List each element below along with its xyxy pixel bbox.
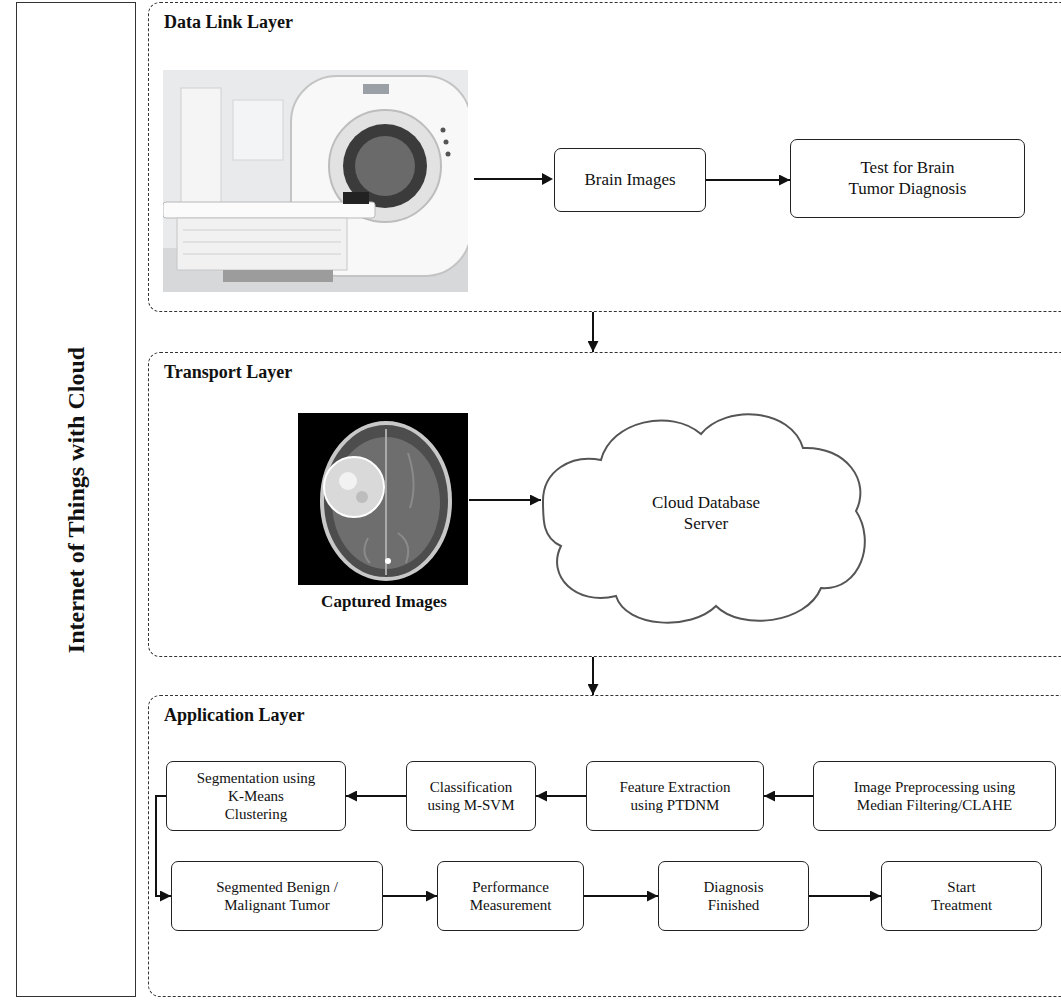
process-box: Classification using M-SVM [406,761,536,831]
decor-shape [343,192,369,204]
flow-arrow [809,895,881,897]
decor-shape [183,230,341,231]
box-label: Classification using M-SVM [421,778,521,814]
box-label: Segmented Benign / Malignant Tumor [192,878,362,914]
process-box: Segmented Benign / Malignant Tumor [171,861,383,931]
decor-shape [363,84,389,94]
decor-shape [223,270,333,282]
flow-arrow [592,312,594,352]
process-box: Diagnosis Finished [658,861,809,931]
flow-arrow [764,795,813,797]
band-title: Internet of Things with Cloud [63,346,90,652]
side-band: Internet of Things with Cloud [16,2,136,997]
cloud-path [543,414,865,622]
decor-shape [183,254,341,255]
decor-shape [322,423,450,579]
process-box: Performance Measurement [437,861,584,931]
process-box: Segmentation using K-Means Clustering [166,761,346,831]
layer-panel: Application LayerSegmentation using K-Me… [148,695,1061,997]
flow-arrow [469,499,541,501]
flow-arrow [536,795,586,797]
decor-shape [324,457,384,517]
decor-shape [356,491,368,503]
box-label: Test for Brain Tumor Diagnosis [840,158,975,199]
decor-shape [233,100,283,160]
decor-shape [183,242,341,243]
process-box: Start Treatment [881,861,1042,931]
image-caption: Captured Images [321,592,447,612]
decor-shape [343,124,427,208]
box-label: Feature Extraction using PTDNM [615,778,735,814]
flow-arrow [706,179,790,181]
cloud-label: Cloud Database Server [645,493,767,534]
process-box: Feature Extraction using PTDNM [586,761,764,831]
decor-shape [385,429,387,575]
decor-shape [355,136,415,196]
box-label: Performance Measurement [466,878,556,914]
flow-arrow [584,895,658,897]
decor-shape [177,218,347,270]
decor-shape [444,140,449,145]
decor-shape [474,178,542,180]
layer-title: Data Link Layer [164,12,293,33]
process-box: Brain Images [554,148,706,212]
ct-scanner-illustration [163,70,468,292]
layer-panel: Data Link LayerBrain Images Test for Brai… [148,2,1061,312]
flow-arrow [592,657,594,695]
cloud-shape: Cloud Database Server [541,396,871,631]
decor-shape [298,413,468,585]
box-label: Brain Images [584,170,675,190]
flow-arrow [383,895,437,897]
layer-panel: Transport LayerCaptured Images Cloud Data… [148,352,1061,657]
decor-shape [446,152,451,157]
process-box: Test for Brain Tumor Diagnosis [790,139,1025,218]
decor-shape [385,558,391,564]
box-label: Segmentation using K-Means Clustering [195,769,317,823]
process-box: Image Preprocessing using Median Filteri… [813,761,1056,831]
decor-shape [441,128,446,133]
decor-shape [542,173,553,185]
flow-arrow [346,795,406,797]
decor-shape [339,472,357,490]
mri-brain-image [298,413,468,585]
box-label: Image Preprocessing using Median Filteri… [852,778,1017,814]
decor-shape [163,202,375,218]
image-node: Captured Images [299,414,469,586]
box-label: Diagnosis Finished [696,878,771,914]
scanner-arrow [470,170,554,188]
layer-title: Transport Layer [164,362,292,383]
box-label: Start Treatment [927,878,997,914]
layer-title: Application Layer [164,705,305,726]
